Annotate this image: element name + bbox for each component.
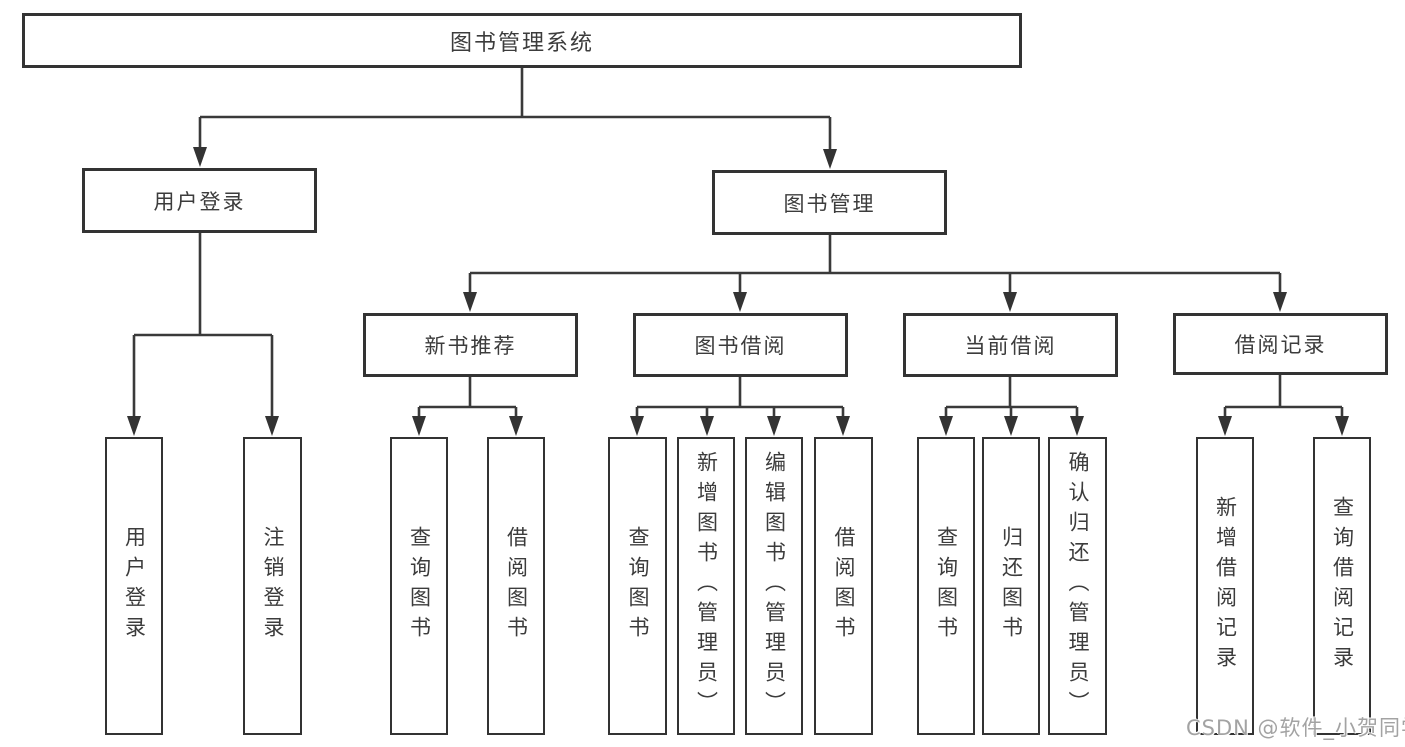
leaf-borrow-book: 借阅图书	[814, 437, 873, 735]
node-borrow-records: 借阅记录	[1173, 313, 1388, 375]
leaf-query-book-current: 查询图书	[917, 437, 975, 735]
node-new-book-recommend: 新书推荐	[363, 313, 578, 377]
arrowheads	[127, 147, 1349, 436]
node-current-borrow: 当前借阅	[903, 313, 1118, 377]
leaf-user-login: 用户登录	[105, 437, 163, 735]
csdn-watermark: CSDN @软件_小贺同学	[1186, 716, 1405, 740]
connector-strokes	[132, 68, 1344, 421]
leaf-confirm-return-admin: 确认归还（管理员）	[1048, 437, 1107, 735]
leaf-edit-book-admin: 编辑图书（管理员）	[745, 437, 803, 735]
node-book-borrow: 图书借阅	[633, 313, 848, 377]
leaf-borrow-book-recommend: 借阅图书	[487, 437, 545, 735]
leaf-add-book-admin: 新增图书（管理员）	[677, 437, 735, 735]
leaf-query-book-borrow: 查询图书	[608, 437, 667, 735]
leaf-query-borrow-record: 查询借阅记录	[1313, 437, 1371, 735]
node-user-login: 用户登录	[82, 168, 317, 233]
node-library-management-system: 图书管理系统	[22, 13, 1022, 68]
leaf-query-book-recommend: 查询图书	[390, 437, 448, 735]
node-book-management: 图书管理	[712, 170, 947, 235]
leaf-logout: 注销登录	[243, 437, 302, 735]
leaf-add-borrow-record: 新增借阅记录	[1196, 437, 1254, 735]
leaf-return-book: 归还图书	[982, 437, 1040, 735]
